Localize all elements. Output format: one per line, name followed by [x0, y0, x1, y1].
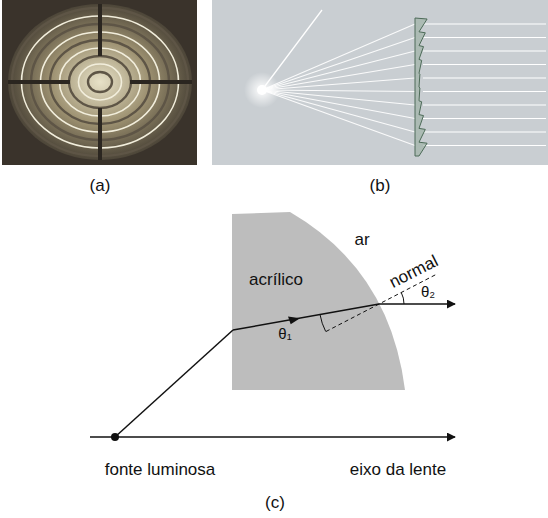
lens-schematic: [212, 0, 548, 165]
lens-frame: [98, 4, 102, 56]
lens-photo: [2, 0, 197, 165]
lens-frame: [130, 80, 192, 84]
panel-label: (c): [265, 494, 285, 513]
light-ray: [262, 38, 415, 91]
lens-frame: [8, 80, 70, 84]
angle-arc: [320, 315, 326, 332]
incident-ray: [115, 330, 233, 437]
panel-label: (a): [90, 177, 111, 196]
angle-label: θ₁: [278, 326, 291, 343]
lens-ring: [88, 72, 112, 92]
light-ray: [423, 77, 546, 78]
light-ray: [423, 91, 546, 92]
internal-ray: [233, 304, 379, 330]
refraction-diagram: [90, 212, 455, 441]
light-ray: [262, 51, 415, 90]
light-ray: [423, 118, 546, 119]
refracted-ray: [379, 303, 455, 305]
acrylic-section: [232, 212, 405, 390]
source-label: fonte luminosa: [105, 461, 216, 480]
light-ray: [423, 37, 546, 38]
light-ray: [423, 131, 546, 132]
lens-ring: [79, 64, 122, 100]
ray-arrow: [288, 317, 300, 325]
axis-label: eixo da lente: [350, 461, 446, 480]
light-ray: [262, 90, 415, 105]
light-ray: [423, 23, 546, 24]
lens-frame: [98, 108, 102, 160]
light-ray: [262, 78, 415, 90]
medium-label: acrílico: [249, 271, 303, 290]
light-ray: [262, 90, 415, 119]
normal-line: [326, 275, 436, 332]
light-ray: [423, 64, 546, 65]
light-ray: [262, 90, 415, 92]
light-ray: [423, 145, 546, 146]
angle-label: θ₂: [421, 284, 435, 301]
angle-arc: [401, 293, 404, 304]
lens-ring: [60, 48, 141, 116]
medium-label: ar: [354, 231, 369, 250]
lens-axis: [90, 436, 455, 438]
light-ray: [262, 65, 415, 91]
panel-label: (b): [370, 177, 391, 196]
light-ray: [262, 90, 415, 146]
light-ray: [423, 104, 546, 105]
fresnel-profile: [415, 18, 427, 156]
light-ray: [262, 24, 415, 90]
lens-ring: [69, 56, 131, 108]
light-ray: [262, 90, 415, 132]
light-ray: [423, 50, 546, 51]
